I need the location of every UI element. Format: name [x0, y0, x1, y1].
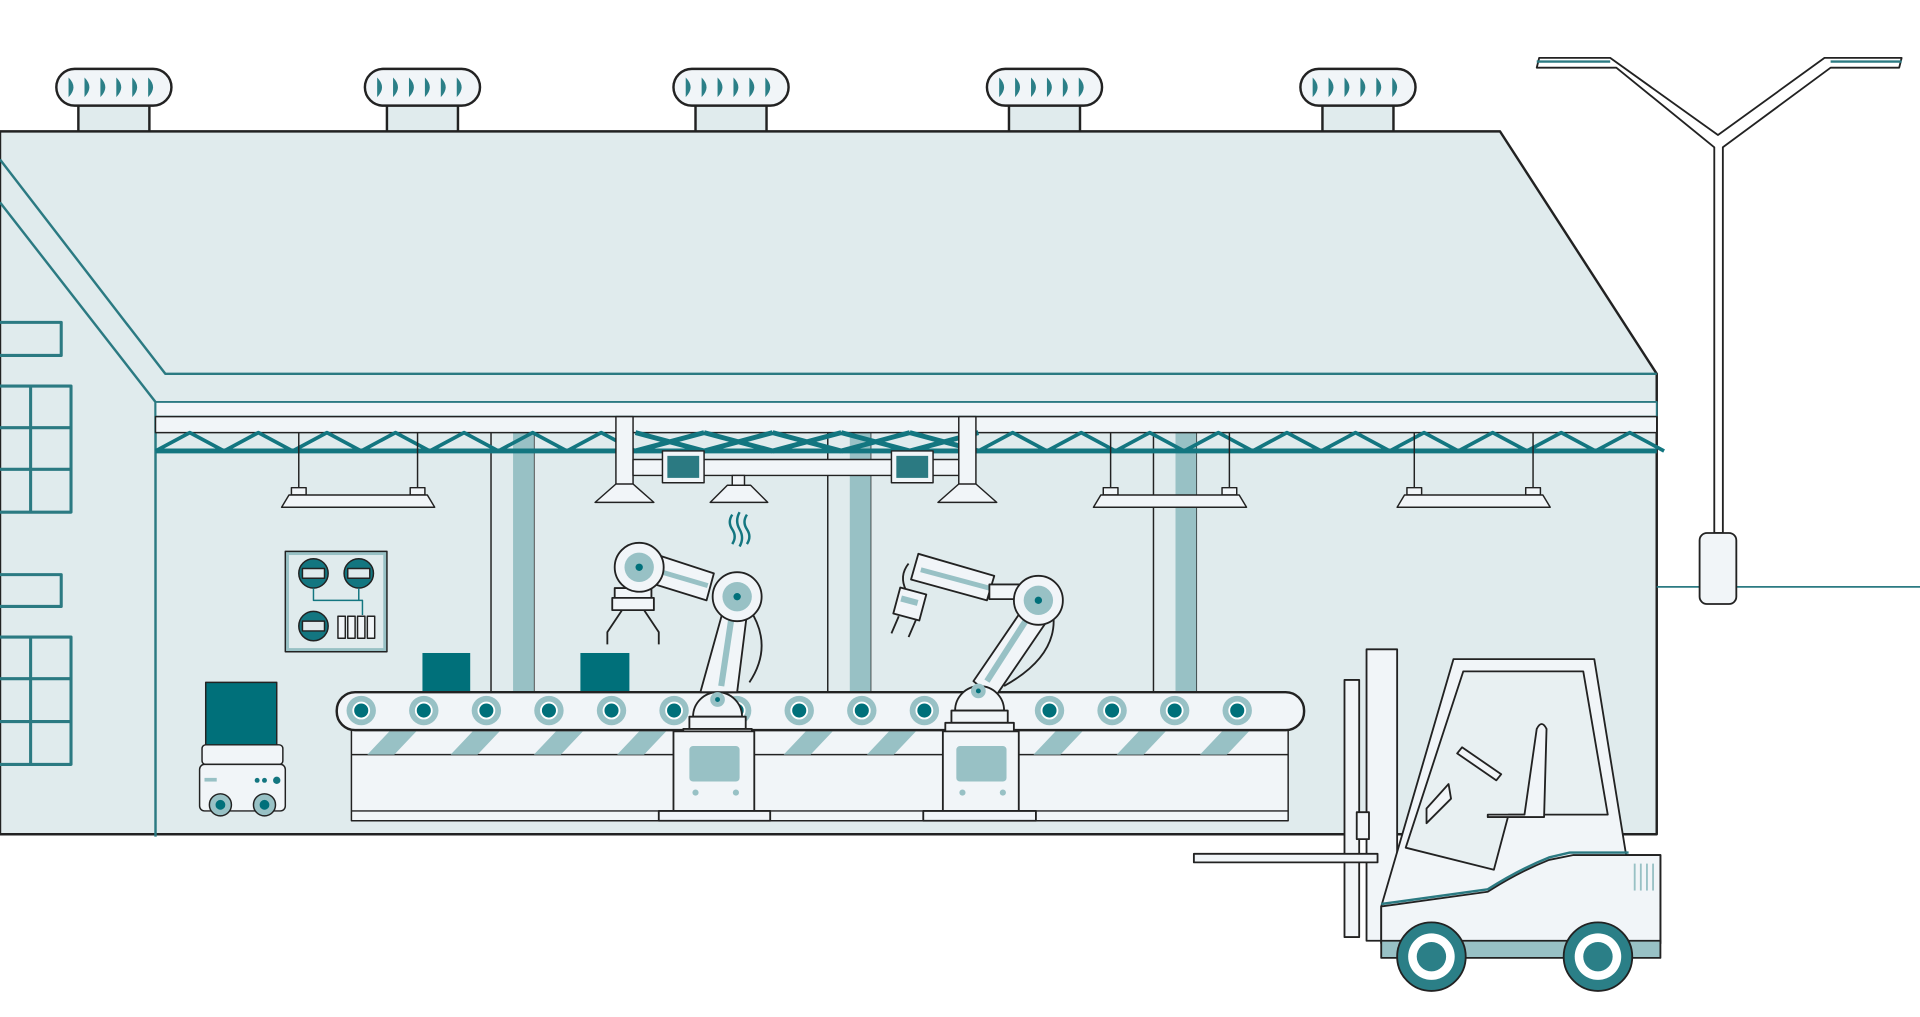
conveyor-roller	[659, 695, 689, 726]
roof-vents	[55, 67, 1417, 134]
agv-robot	[198, 681, 287, 817]
roof-vent	[363, 67, 482, 134]
roof-vent	[985, 67, 1104, 134]
robot-arm	[606, 541, 772, 822]
roof-vent	[55, 67, 173, 134]
ceiling-lamps	[280, 432, 1551, 509]
control-panel	[284, 550, 388, 653]
conveyor-roller	[1097, 695, 1127, 726]
roof-edge	[0, 158, 1657, 376]
conveyor-roller	[1034, 695, 1065, 726]
conveyor-roller	[847, 695, 877, 726]
ceiling-lamp	[280, 432, 436, 509]
overhead-gantry	[594, 415, 998, 548]
ceiling-lamp	[1092, 432, 1248, 509]
product-box	[422, 652, 471, 693]
conveyor-roller	[346, 695, 376, 726]
ceiling-lamp	[1396, 432, 1551, 509]
conveyor-belt	[335, 690, 1306, 822]
side-windows	[0, 320, 73, 766]
street-lamp	[1535, 56, 1920, 605]
conveyor-roller	[471, 695, 502, 726]
ceiling-beam	[154, 415, 1658, 434]
ceiling-band	[154, 401, 1658, 418]
forklift	[1192, 648, 1662, 992]
conveyor-roller	[784, 695, 814, 726]
roof-vent	[672, 67, 790, 134]
conveyor-roller	[1159, 695, 1190, 726]
conveyor-roller	[596, 695, 627, 726]
conveyor-roller	[534, 695, 564, 726]
product-box	[580, 652, 630, 693]
roof-vent	[1299, 67, 1417, 134]
conveyor-roller	[1222, 695, 1252, 726]
robot-arm	[890, 552, 1064, 822]
conveyor-roller	[409, 695, 439, 726]
conveyor-roller	[909, 695, 940, 726]
steam-icon	[728, 511, 751, 548]
